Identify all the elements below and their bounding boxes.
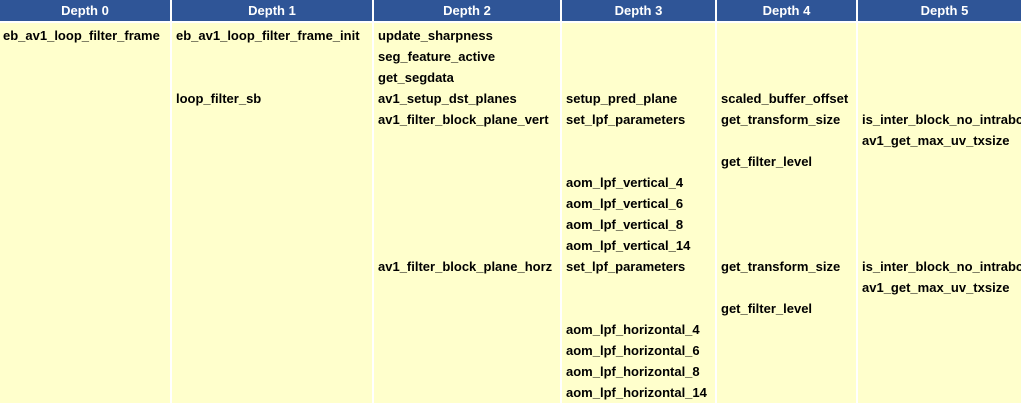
column-depth-0: eb_av1_loop_filter_frame [0,23,170,403]
function-cell: get_segdata [378,70,454,85]
function-cell: eb_av1_loop_filter_frame_init [176,28,360,43]
function-cell: aom_lpf_horizontal_4 [566,322,700,337]
function-cell: get_transform_size [721,259,841,274]
function-cell: scaled_buffer_offset [721,91,849,106]
header-depth-4: Depth 4 [717,0,856,23]
header-depth-3: Depth 3 [562,0,715,23]
function-cell: set_lpf_parameters [566,259,686,274]
column-depth-1: eb_av1_loop_filter_frame_init loop_filter… [172,23,372,403]
function-cell: aom_lpf_horizontal_6 [566,343,700,358]
function-cell: is_inter_block_no_intrabc [862,259,1021,274]
function-cell: aom_lpf_horizontal_14 [566,385,707,400]
function-cell: loop_filter_sb [176,91,262,106]
header-depth-0: Depth 0 [0,0,170,23]
function-cell: setup_pred_plane [566,91,678,106]
function-cell: set_lpf_parameters [566,112,686,127]
function-cell: av1_get_max_uv_txsize [862,280,1010,295]
function-cell: aom_lpf_vertical_8 [566,217,684,232]
header-depth-1: Depth 1 [172,0,372,23]
function-cell: av1_filter_block_plane_horz [378,259,553,274]
function-cell: seg_feature_active [378,49,496,64]
function-cell: update_sharpness [378,28,493,43]
function-cell: av1_setup_dst_planes [378,91,517,106]
function-cell: get_transform_size [721,112,841,127]
function-cell: aom_lpf_vertical_6 [566,196,684,211]
column-depth-2: update_sharpness seg_feature_active get_se… [374,23,560,403]
function-cell: aom_lpf_vertical_14 [566,238,691,253]
function-cell: eb_av1_loop_filter_frame [3,28,160,43]
function-cell: get_filter_level [721,301,813,316]
function-cell: aom_lpf_vertical_4 [566,175,684,190]
header-depth-2: Depth 2 [374,0,560,23]
function-cell: av1_get_max_uv_txsize [862,133,1010,148]
function-cell: av1_filter_block_plane_vert [378,112,549,127]
function-cell: get_filter_level [721,154,813,169]
column-depth-5: is_inter_block_no_intrabc av1_get_max_uv_… [858,23,1021,403]
column-depth-3: setup_pred_plane set_lpf_parameters aom_lp… [562,23,715,403]
header-depth-5: Depth 5 [858,0,1021,23]
function-cell: aom_lpf_horizontal_8 [566,364,700,379]
function-cell: is_inter_block_no_intrabc [862,112,1021,127]
